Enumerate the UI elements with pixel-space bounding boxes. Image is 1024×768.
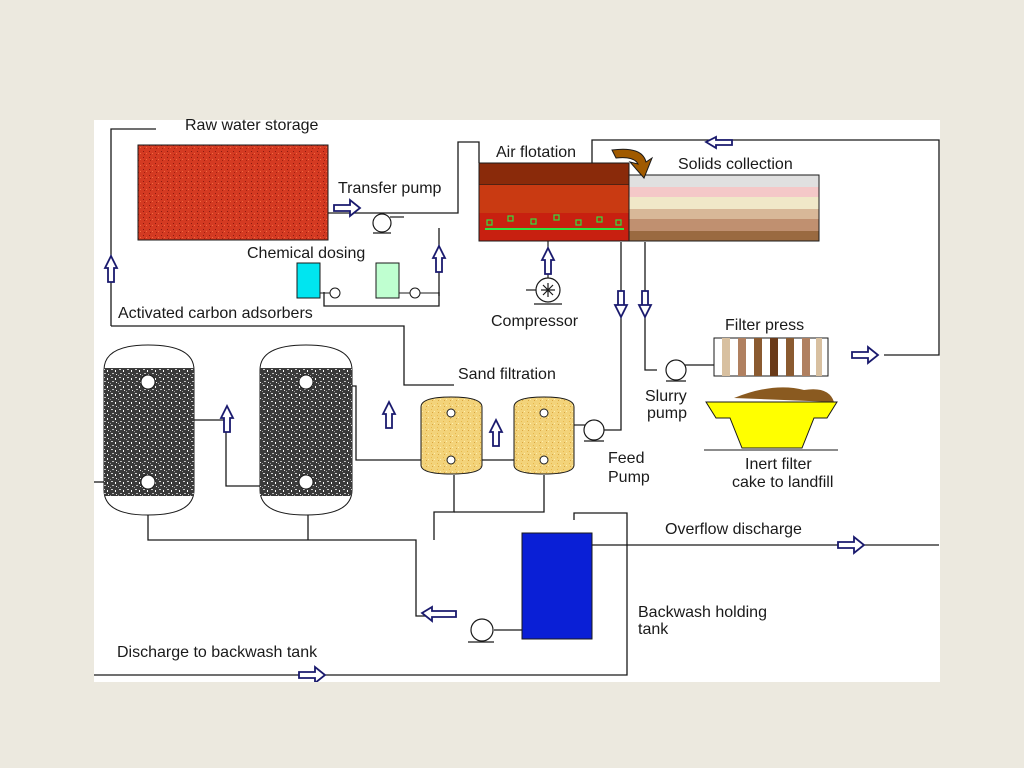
arrow-right-overflow xyxy=(837,535,866,555)
label-activated-carbon-adsorbers: Activated carbon adsorbers xyxy=(118,305,313,322)
flow-arrows xyxy=(103,135,880,682)
label-chemical-dosing: Chemical dosing xyxy=(247,245,366,262)
skim-transfer-arrow xyxy=(611,148,654,179)
arrow-left-top xyxy=(704,135,733,150)
arrow-up-compressor xyxy=(540,245,556,275)
dosing-pumps xyxy=(320,287,439,299)
label-filter-press: Filter press xyxy=(725,317,805,334)
arrow-up-dosing xyxy=(431,243,447,273)
arrow-down-feed xyxy=(613,290,629,320)
label-feed-pump-2: Pump xyxy=(608,469,650,486)
chemical-tank-1 xyxy=(296,262,321,299)
arrow-right-press xyxy=(851,345,880,365)
label-feed-pump-1: Feed xyxy=(608,450,645,467)
label-sand-filtration: Sand filtration xyxy=(458,366,556,383)
sand-filter-1 xyxy=(420,396,483,475)
label-transfer-pump: Transfer pump xyxy=(338,180,442,197)
arrow-down-slurry xyxy=(637,290,653,320)
arrow-right-transfer xyxy=(333,198,362,218)
label-inert-filter-2: cake to landfill xyxy=(732,474,834,491)
air-flotation-unit xyxy=(478,162,630,242)
diagram-panel: Raw water storage Transfer pump Air flot… xyxy=(94,117,940,682)
arrow-up-adsorber xyxy=(219,403,235,433)
label-slurry-pump-1: Slurry xyxy=(645,388,687,405)
arrow-left-backwash xyxy=(420,605,457,623)
arrow-up-sand-1 xyxy=(381,399,397,429)
label-solids-collection: Solids collection xyxy=(678,156,793,173)
label-compressor: Compressor xyxy=(491,313,579,330)
slurry-pump xyxy=(665,359,714,382)
carbon-adsorber-2 xyxy=(259,344,353,516)
sand-filter-2 xyxy=(513,396,575,475)
raw-water-storage-tank xyxy=(137,144,329,241)
process-flow-diagram xyxy=(94,128,940,682)
label-discharge-to-backwash: Discharge to backwash tank xyxy=(117,644,318,661)
carbon-adsorber-1 xyxy=(103,344,195,516)
label-air-flotation: Air flotation xyxy=(496,144,577,161)
arrow-right-discharge xyxy=(298,665,327,682)
solids-collection-tank xyxy=(628,174,820,242)
label-overflow-discharge: Overflow discharge xyxy=(665,521,802,538)
arrow-up-left xyxy=(103,253,119,283)
label-backwash-holding-2: tank xyxy=(638,621,669,638)
label-raw-water-storage: Raw water storage xyxy=(185,117,319,134)
backwash-pump xyxy=(468,618,494,643)
compressor xyxy=(526,241,562,305)
label-inert-filter-1: Inert filter xyxy=(745,456,812,473)
chemical-tank-2 xyxy=(375,262,400,299)
arrow-up-sand-2 xyxy=(488,417,504,447)
filter-press xyxy=(713,337,829,377)
transfer-pump xyxy=(372,213,404,234)
backwash-holding-tank xyxy=(521,532,593,640)
label-backwash-holding-1: Backwash holding xyxy=(638,604,767,621)
filter-cake-bin xyxy=(704,387,838,451)
label-slurry-pump-2: pump xyxy=(647,405,688,422)
feed-pump xyxy=(574,419,605,442)
